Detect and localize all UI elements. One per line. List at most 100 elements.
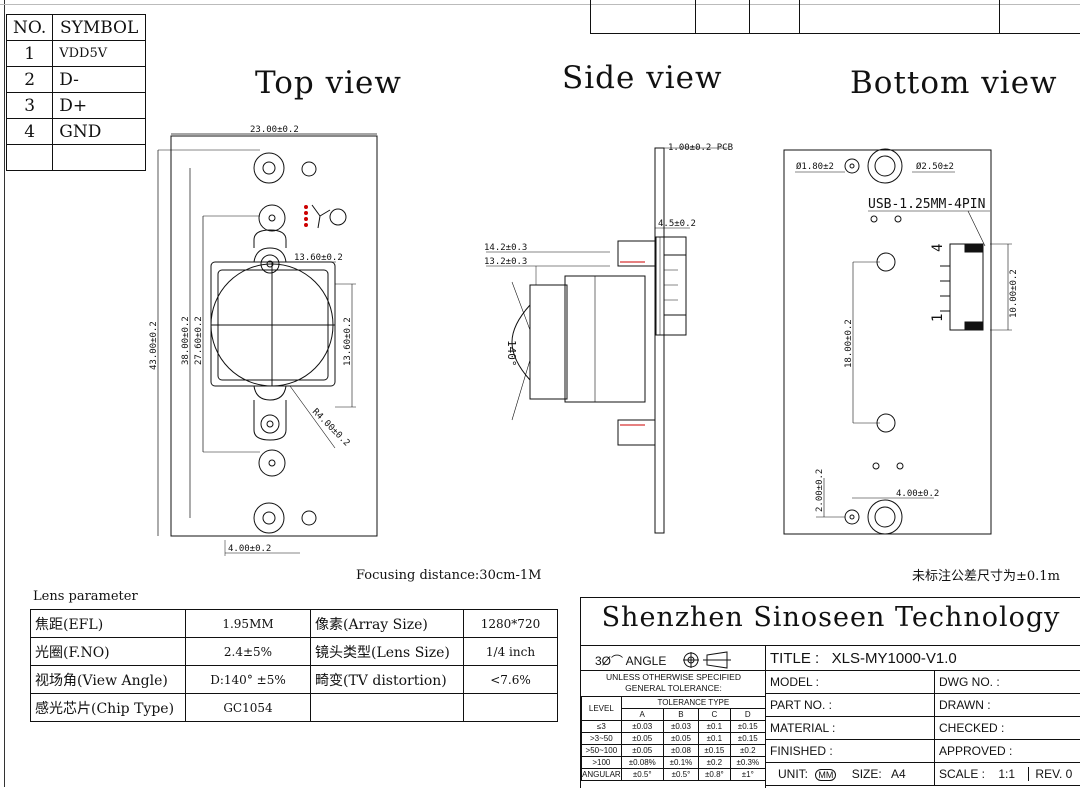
tol-cell: >3~50 bbox=[582, 733, 622, 745]
company-name: Shenzhen Sinoseen Technology bbox=[581, 602, 1080, 633]
tol-cell: ±0.1 bbox=[699, 721, 730, 733]
side-view-pcb bbox=[655, 148, 664, 533]
lens-cell: 镜头类型(Lens Size) bbox=[311, 638, 464, 666]
dim-bottom-h2: 18.00±0.2 bbox=[844, 319, 854, 368]
model-label: MODEL : bbox=[766, 671, 935, 694]
tol-cell: ±0.1% bbox=[663, 757, 698, 769]
tol-cell: ±0.2 bbox=[730, 745, 765, 757]
drawing-canvas: 23.00±0.2 13.60±0.2 4.00±0.2 43.00±0.2 3… bbox=[0, 0, 1080, 590]
dim-bottom-d2: Ø2.50±2 bbox=[916, 161, 954, 172]
projection-icon bbox=[683, 650, 743, 670]
tol-cell: ±0.5° bbox=[663, 769, 698, 781]
dim-top-width: 23.00±0.2 bbox=[250, 125, 299, 135]
scale-rev-cell: SCALE : 1:1 REV. 0 bbox=[935, 763, 1080, 786]
lens-cell: 1.95MM bbox=[186, 610, 311, 638]
tol-cell: ±0.5° bbox=[621, 769, 663, 781]
unit-value: MM bbox=[815, 769, 836, 781]
side-lens-body bbox=[565, 276, 645, 402]
lens-cell: 1280*720 bbox=[464, 610, 558, 638]
bottom-connector bbox=[950, 244, 983, 330]
tol-cell: ±0.05 bbox=[621, 745, 663, 757]
approved-label: APPROVED : bbox=[935, 740, 1080, 763]
size-value: A4 bbox=[891, 767, 906, 781]
tol-cell: ±0.15 bbox=[730, 733, 765, 745]
lens-cell: D:140° ±5% bbox=[186, 666, 311, 694]
lens-cell bbox=[464, 694, 558, 722]
tolerance-note: 未标注公差尺寸为±0.1m bbox=[912, 565, 1060, 584]
lens-cell: 畸变(TV distortion) bbox=[311, 666, 464, 694]
tol-cell: ±0.03 bbox=[621, 721, 663, 733]
tol-type: TOLERANCE TYPE bbox=[621, 697, 765, 709]
tol-col: C bbox=[699, 709, 730, 721]
checked-label: CHECKED : bbox=[935, 717, 1080, 740]
dim-side-h2: 14.2±0.3 bbox=[484, 243, 527, 253]
pin4-label: 4 bbox=[930, 244, 946, 252]
dim-side-pcb: 1.00±0.2 PCB bbox=[668, 143, 733, 153]
tol-cell: ±0.3% bbox=[730, 757, 765, 769]
tol-col: D bbox=[730, 709, 765, 721]
lens-cell bbox=[311, 694, 464, 722]
lens-cell: 视场角(View Angle) bbox=[31, 666, 186, 694]
material-label: MATERIAL : bbox=[766, 717, 935, 740]
tol-cell: ±0.03 bbox=[663, 721, 698, 733]
top-hole-2 bbox=[259, 205, 285, 231]
dim-side-h1: 4.5±0.2 bbox=[658, 219, 696, 229]
lens-cell: 焦距(EFL) bbox=[31, 610, 186, 638]
tol-cell: ±0.05 bbox=[621, 733, 663, 745]
dwg-label: DWG NO. : bbox=[935, 671, 1080, 694]
bottom-hole-2 bbox=[868, 500, 902, 534]
dim-top-lens-w: 13.60±0.2 bbox=[294, 253, 343, 263]
tol-cell: ±1° bbox=[730, 769, 765, 781]
top-hole-1 bbox=[254, 153, 284, 183]
tol-cell: ±0.15 bbox=[730, 721, 765, 733]
tol-cell: ±0.05 bbox=[663, 733, 698, 745]
tol-col: B bbox=[663, 709, 698, 721]
dim-top-height: 43.00±0.2 bbox=[149, 321, 159, 370]
tol-cell: ±0.2 bbox=[699, 757, 730, 769]
connector-label: USB-1.25MM-4PIN bbox=[868, 197, 985, 212]
drawing-title: TITLE : XLS-MY1000-V1.0 bbox=[766, 646, 1080, 671]
size-label: SIZE: bbox=[852, 767, 882, 781]
tol-cell: ±0.08% bbox=[621, 757, 663, 769]
tol-cell: ≤3 bbox=[582, 721, 622, 733]
tolerance-header: UNLESS OTHERWISE SPECIFIED GENERAL TOLER… bbox=[601, 672, 746, 694]
tol-cell: >100 bbox=[582, 757, 622, 769]
dim-bottom-h1: 10.00±0.2 bbox=[1009, 269, 1019, 318]
dim-side-angle: 140° bbox=[505, 340, 518, 367]
scale-value: 1:1 bbox=[998, 767, 1015, 781]
tol-level: LEVEL bbox=[582, 697, 622, 721]
title-block: Shenzhen Sinoseen Technology 3Ø⌒ ANGLE U… bbox=[580, 597, 1080, 788]
unit-label: UNIT: bbox=[778, 767, 808, 781]
lens-param-table: 焦距(EFL) 1.95MM 像素(Array Size) 1280*720 光… bbox=[30, 609, 558, 722]
focusing-distance: Focusing distance:30cm-1M bbox=[356, 568, 541, 583]
dim-bottom-d1: Ø1.80±2 bbox=[796, 161, 834, 172]
lens-param-title: Lens parameter bbox=[33, 589, 138, 604]
tol-col: A bbox=[621, 709, 663, 721]
side-connector bbox=[656, 237, 686, 335]
lens-cell: 1/4 inch bbox=[464, 638, 558, 666]
dim-bottom-w1: 4.00±0.2 bbox=[896, 489, 939, 499]
dim-top-offset: 4.00±0.2 bbox=[228, 544, 271, 554]
dim-top-lens-h: 13.60±0.2 bbox=[343, 317, 353, 366]
top-hole-3 bbox=[254, 503, 284, 533]
lens-cell: <7.6% bbox=[464, 666, 558, 694]
tol-cell: ±0.8° bbox=[699, 769, 730, 781]
lens-cell: 感光芯片(Chip Type) bbox=[31, 694, 186, 722]
dim-bottom-h3: 2.00±0.2 bbox=[815, 469, 825, 512]
tol-cell: ±0.08 bbox=[663, 745, 698, 757]
scale-label: SCALE : bbox=[939, 767, 985, 781]
unit-size-cell: UNIT: MM SIZE: A4 bbox=[766, 763, 935, 786]
pin1-label: 1 bbox=[930, 314, 946, 322]
tol-cell: ±0.1 bbox=[699, 733, 730, 745]
bottom-hole-1 bbox=[868, 149, 902, 183]
rev-label: REV. 0 bbox=[1028, 767, 1072, 781]
tol-cell: >50~100 bbox=[582, 745, 622, 757]
part-label: PART NO. : bbox=[766, 694, 935, 717]
lens-cell: 光圈(F.NO) bbox=[31, 638, 186, 666]
lens-cell: 像素(Array Size) bbox=[311, 610, 464, 638]
tol-cell: ±0.15 bbox=[699, 745, 730, 757]
lens-cell: 2.4±5% bbox=[186, 638, 311, 666]
dim-side-h3: 13.2±0.3 bbox=[484, 257, 527, 267]
dim-top-h2: 38.00±0.2 bbox=[181, 316, 191, 365]
